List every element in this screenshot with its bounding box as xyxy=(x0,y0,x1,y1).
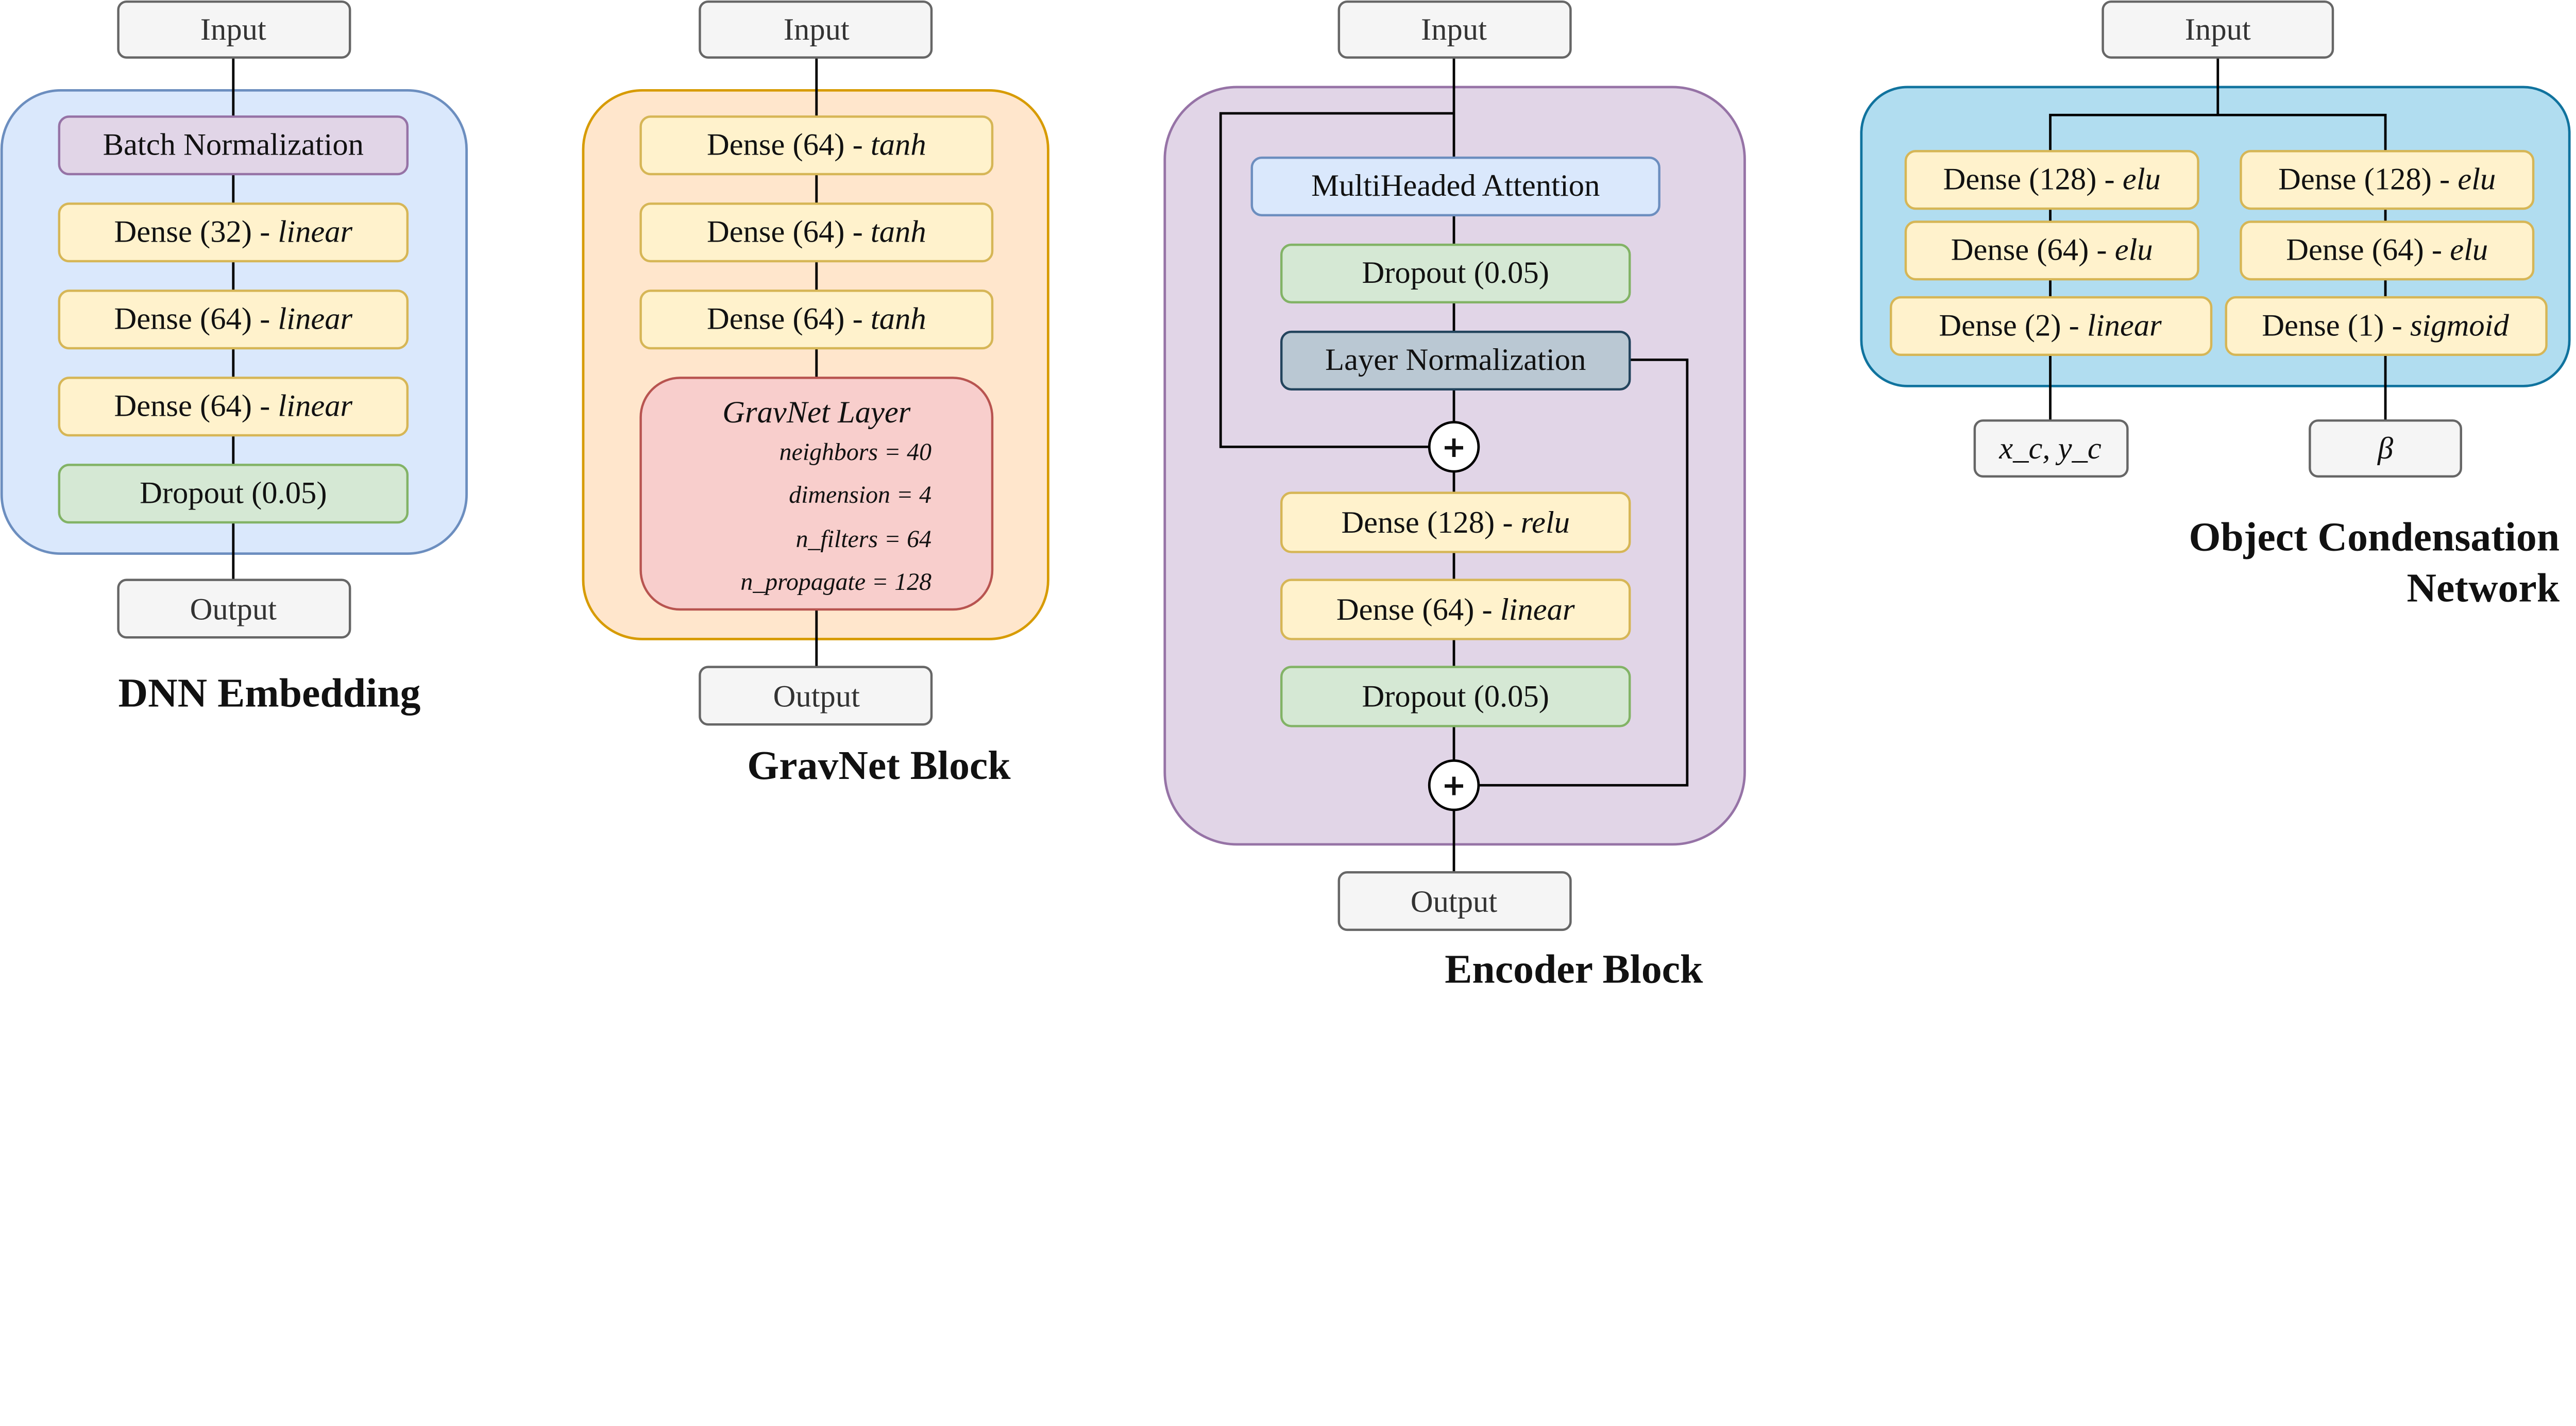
gravnet-layer-title: GravNet Layer xyxy=(722,395,911,430)
encoder-layernorm-box xyxy=(1280,330,1631,391)
add-icon xyxy=(1428,759,1480,811)
oc-dense-box xyxy=(2225,296,2548,356)
oc-layer-label: Dense (64) - elu xyxy=(2286,232,2488,267)
encoder-skip-connection-2 xyxy=(1478,358,1689,787)
dnn-dense-box xyxy=(58,377,409,437)
encoder-input-box xyxy=(1337,0,1572,59)
encoder-dropout-box xyxy=(1280,666,1631,727)
dnn-batchnorm-box xyxy=(58,115,409,176)
object-condensation-network: Input Dense (128) - elu Dense (64) - elu… xyxy=(1860,0,2571,611)
oc-input-label: Input xyxy=(2185,12,2251,47)
dnn-dense-box xyxy=(58,202,409,263)
gravnet-dense-box xyxy=(639,115,994,176)
oc-dense-box xyxy=(1890,296,2213,356)
gravnet-layer-box xyxy=(639,377,994,611)
encoder-layer-label: Dense (128) - relu xyxy=(1341,505,1570,540)
encoder-output-label: Output xyxy=(1411,885,1497,919)
gravnet-layer-label: Dense (64) - tanh xyxy=(707,127,926,162)
oc-output-beta-label: β xyxy=(2377,431,2394,466)
encoder-layer-label: Dropout (0.05) xyxy=(1362,256,1549,290)
oc-dense-box xyxy=(2240,220,2535,281)
oc-output-coords-box xyxy=(1973,419,2129,478)
gravnet-input-box xyxy=(699,0,933,59)
gravnet-layer-label: Dense (64) - tanh xyxy=(707,214,926,249)
oc-layer-label: Dense (64) - elu xyxy=(1951,232,2153,267)
dnn-layer-label: Dropout (0.05) xyxy=(140,476,327,510)
oc-branch-line xyxy=(2049,113,2387,151)
dnn-output-box xyxy=(117,579,351,639)
oc-title-line1: Object Condensation xyxy=(2189,515,2560,560)
oc-layer-label: Dense (128) - elu xyxy=(2278,162,2496,196)
oc-layer-label: Dense (2) - linear xyxy=(1939,308,2162,343)
dnn-dense-box xyxy=(58,290,409,350)
encoder-layer-label: Dense (64) - linear xyxy=(1336,592,1575,627)
dnn-layer-label: Dense (64) - linear xyxy=(114,301,352,336)
gravnet-param: dimension = 4 xyxy=(789,481,931,508)
add-icon-label: + xyxy=(1442,430,1466,464)
architecture-diagram: Input Batch Normalization Dense (32) - l… xyxy=(0,0,2571,992)
gravnet-output-label: Output xyxy=(773,680,860,714)
gravnet-layer-label: Dense (64) - tanh xyxy=(707,301,926,336)
oc-dense-box xyxy=(2240,150,2535,210)
encoder-layer-label: Dropout (0.05) xyxy=(1362,680,1549,714)
dnn-output-label: Output xyxy=(190,592,277,627)
dnn-embedding: Input Batch Normalization Dense (32) - l… xyxy=(0,0,468,716)
gravnet-output-box xyxy=(699,666,933,726)
encoder-attention-box xyxy=(1250,156,1660,216)
gravnet-param: neighbors = 40 xyxy=(779,438,931,466)
dnn-layer-label: Batch Normalization xyxy=(103,127,364,162)
oc-layer-label: Dense (1) - sigmoid xyxy=(2262,308,2509,343)
gravnet-param: n_propagate = 128 xyxy=(740,568,931,596)
encoder-layer-label: MultiHeaded Attention xyxy=(1311,168,1600,203)
dnn-title: DNN Embedding xyxy=(118,671,421,716)
encoder-layer-label: Layer Normalization xyxy=(1325,343,1586,377)
oc-layer-label: Dense (128) - elu xyxy=(1943,162,2161,196)
add-icon xyxy=(1428,421,1480,473)
oc-output-beta-box xyxy=(2309,419,2462,478)
oc-dense-box xyxy=(1904,150,2199,210)
encoder-input-label: Input xyxy=(1421,12,1487,47)
encoder-title: Encoder Block xyxy=(1445,946,1703,992)
oc-title-line2: Network xyxy=(2406,566,2560,611)
dnn-layer-label: Dense (32) - linear xyxy=(114,214,352,249)
gravnet-block: Input Dense (64) - tanh Dense (64) - tan… xyxy=(582,0,1049,788)
dnn-input-box xyxy=(117,0,351,59)
oc-input-box xyxy=(2102,0,2334,59)
dnn-input-label: Input xyxy=(200,12,266,47)
gravnet-input-label: Input xyxy=(784,12,850,47)
dnn-layer-label: Dense (64) - linear xyxy=(114,388,352,423)
gravnet-dense-box xyxy=(639,290,994,350)
oc-dense-box xyxy=(1904,220,2199,281)
gravnet-title: GravNet Block xyxy=(747,743,1011,788)
encoder-block: Input MultiHeaded Attention Dropout (0.0… xyxy=(1163,0,1746,992)
gravnet-dense-box xyxy=(639,202,994,263)
encoder-output-box xyxy=(1337,871,1572,931)
add-icon-label: + xyxy=(1442,768,1466,803)
gravnet-param: n_filters = 64 xyxy=(796,525,931,553)
encoder-dropout-box xyxy=(1280,243,1631,303)
oc-output-coords-label: x_c, y_c xyxy=(1998,431,2102,466)
encoder-skip-connection-1 xyxy=(1219,112,1454,448)
encoder-dense-box xyxy=(1280,491,1631,553)
encoder-dense-box xyxy=(1280,579,1631,640)
dnn-dropout-box xyxy=(58,464,409,524)
